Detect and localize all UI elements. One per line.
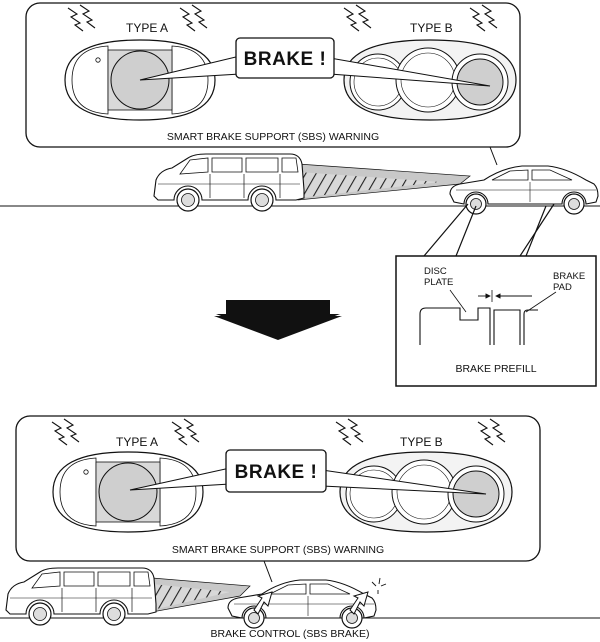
type-a-label: TYPE A <box>126 21 168 35</box>
brake-force-arrow-rear <box>349 591 369 615</box>
zoom-line-left <box>423 203 469 257</box>
brake-prefill-inset: DISC PLATE BRAKE PAD BRAKE PREFILL <box>395 255 597 387</box>
bottom-panel: TYPE A TYPE B BRAKE ! SMART BRAKE SUPPOR… <box>15 415 541 562</box>
disc-plate-label-1: DISC <box>424 266 447 277</box>
leading-vehicle <box>449 165 599 215</box>
brake-force-arrow-front <box>253 591 273 615</box>
brake-pad-label-1: BRAKE <box>553 271 585 282</box>
impact-mark-icon <box>371 577 387 594</box>
brake-callout-box <box>235 37 335 79</box>
top-panel-caption: SMART BRAKE SUPPORT (SBS) WARNING <box>167 131 379 143</box>
brake-callout-box <box>225 449 327 493</box>
caliper <box>523 309 538 345</box>
radar-beam-hatch <box>152 584 230 610</box>
cluster-type-a <box>52 451 204 533</box>
brake-pad <box>493 309 521 345</box>
panel-pointer <box>263 560 273 583</box>
type-b-label: TYPE B <box>400 435 443 449</box>
bottom-panel-caption: SMART BRAKE SUPPORT (SBS) WARNING <box>172 544 384 556</box>
zoom-line-inner-left <box>455 205 477 257</box>
radar-beam-hatch <box>298 172 440 198</box>
disc-plate <box>419 307 491 345</box>
cluster-type-b <box>339 451 513 533</box>
brake-callout-text: BRAKE ! <box>235 462 318 483</box>
transition-arrow-head <box>214 300 342 340</box>
inset-caption: BRAKE PREFILL <box>455 363 536 375</box>
brake-pad-leader <box>525 291 557 313</box>
type-a-label: TYPE A <box>116 435 158 449</box>
top-panel: TYPE A TYPE B BRAKE ! SMART BRAKE SUPPOR… <box>25 2 521 148</box>
panel-pointer <box>489 146 498 166</box>
disc-plate-label-2: PLATE <box>424 277 453 288</box>
type-b-label: TYPE B <box>410 21 453 35</box>
zoom-line-inner-right <box>525 205 547 257</box>
bottom-road-scene <box>0 567 600 629</box>
inset-frame <box>395 255 597 387</box>
footer-caption: BRAKE CONTROL (SBS BRAKE) <box>211 628 370 640</box>
brake-pad-label-2: PAD <box>553 282 572 293</box>
disc-plate-leader <box>449 289 467 313</box>
following-vehicle <box>153 153 305 212</box>
brake-callout-text: BRAKE ! <box>244 49 327 70</box>
following-vehicle <box>5 567 157 626</box>
top-road-scene <box>0 153 600 215</box>
